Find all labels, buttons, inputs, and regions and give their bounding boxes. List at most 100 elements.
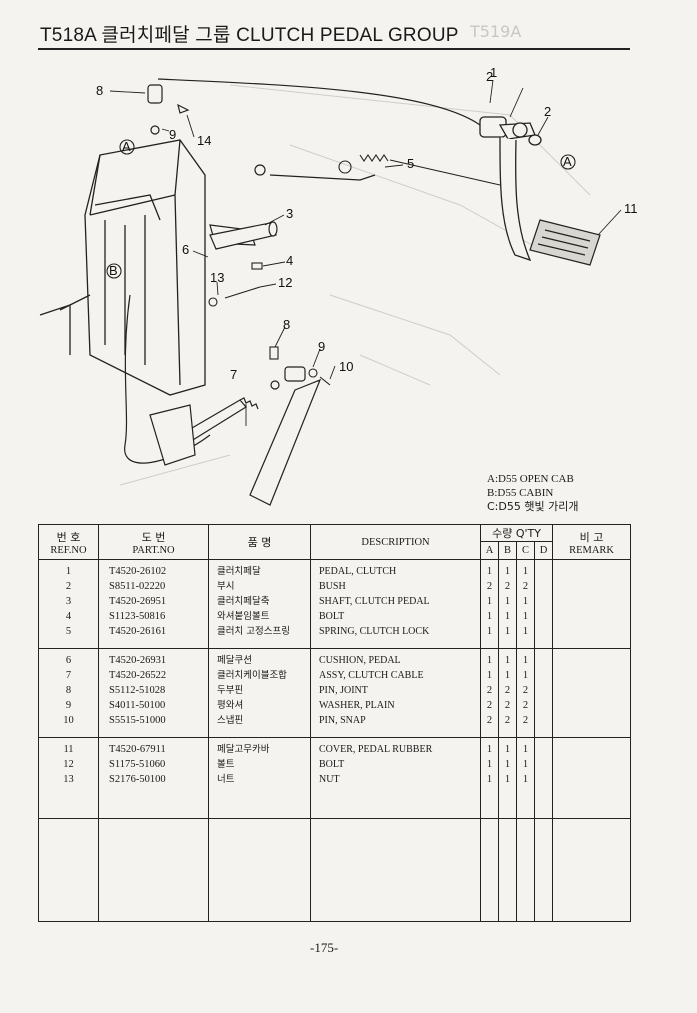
cell-d — [535, 772, 552, 787]
column-a — [480, 817, 499, 923]
cell-a: 1 — [486, 743, 493, 755]
cell-d — [535, 564, 552, 579]
cell-c: 1 — [522, 596, 529, 607]
cell-b: 1 — [504, 596, 511, 607]
callout-2a: 2 — [486, 69, 493, 84]
callout-9a: 9 — [169, 127, 176, 142]
cell-a: 1 — [486, 773, 493, 785]
cell-c: 1 — [522, 669, 529, 681]
callout-9b: 9 — [318, 339, 325, 354]
cell-name: 페달쿠션 — [217, 654, 252, 666]
cell-desc: SHAFT, CLUTCH PEDAL — [319, 596, 430, 607]
cell-a: 2 — [486, 699, 493, 711]
callout-13: 13 — [210, 270, 224, 285]
callout-11: 11 — [624, 201, 638, 216]
cell-c: 1 — [522, 611, 529, 622]
cell-name: 클러치페달축 — [217, 596, 270, 607]
cell-part: S4011-50100 — [109, 699, 166, 711]
cell-name: 와셔붙임볼트 — [217, 611, 270, 622]
column-remark — [552, 736, 632, 819]
header-part-ko: 도 번 — [141, 530, 166, 544]
cell-desc: CUSHION, PEDAL — [319, 654, 401, 666]
cell-desc: ASSY, CLUTCH CABLE — [319, 669, 424, 681]
column-b — [498, 817, 517, 923]
cell-d — [535, 757, 552, 772]
cell-name: 클러치페달 — [217, 566, 261, 577]
clutch-cable-path — [157, 78, 481, 126]
cell-a: 2 — [486, 684, 493, 696]
cell-part: S5112-51028 — [109, 684, 166, 696]
cell-ref: 4 — [65, 611, 72, 622]
cell-d — [535, 594, 552, 609]
cell-d — [535, 698, 552, 713]
cell-b: 2 — [504, 581, 511, 592]
column-d — [533, 817, 554, 923]
cell-b: 1 — [504, 654, 511, 666]
cell-part: T4520-26951 — [109, 596, 167, 607]
column-d — [533, 647, 554, 738]
cell-c: 1 — [522, 773, 529, 785]
cell-part: S1175-51060 — [109, 758, 166, 770]
cell-c: 1 — [522, 566, 529, 577]
column-remark — [552, 559, 632, 649]
cell-name: 두부핀 — [217, 684, 244, 696]
cell-name: 클러치 고정스프링 — [217, 626, 290, 637]
header-qty-b: B — [498, 541, 517, 560]
cell-name: 평와셔 — [217, 699, 244, 711]
title-rule — [38, 48, 630, 50]
cell-a: 2 — [486, 581, 493, 592]
cell-part: S1123-50816 — [109, 611, 166, 622]
column-d — [533, 736, 554, 819]
header-ref-en: REF.NO — [50, 544, 87, 556]
column-ref — [38, 817, 99, 923]
cell-ref: 10 — [63, 714, 74, 726]
cell-desc: WASHER, PLAIN — [319, 699, 395, 711]
cell-d — [535, 579, 552, 594]
cell-desc: PEDAL, CLUTCH — [319, 566, 397, 577]
cell-c: 2 — [522, 699, 529, 711]
cell-a: 1 — [486, 596, 493, 607]
header-remark-en: REMARK — [569, 544, 615, 556]
header-qty: 수량 Q'TY — [479, 524, 554, 542]
callout-8a: 8 — [96, 83, 103, 98]
cell-ref: 1 — [65, 566, 72, 577]
cell-ref: 12 — [63, 758, 74, 770]
upper-linkage — [147, 84, 376, 246]
cell-ref: 5 — [65, 626, 72, 637]
header-qty-a: A — [480, 541, 499, 560]
header-ref-ko: 번 호 — [56, 530, 81, 544]
reference-markers — [106, 139, 576, 279]
clutch-pedal — [479, 116, 542, 262]
cell-ref: 11 — [63, 743, 74, 755]
callout-7: 7 — [230, 367, 237, 382]
column-name — [208, 817, 311, 923]
column-remark — [552, 647, 632, 738]
column-remark — [552, 817, 632, 923]
cell-name: 페달고무카바 — [217, 743, 270, 755]
cell-a: 1 — [486, 654, 493, 666]
cell-part: T4520-26161 — [109, 626, 167, 637]
cell-ref: 6 — [65, 654, 72, 666]
cell-b: 1 — [504, 566, 511, 577]
cell-ref: 7 — [65, 669, 72, 681]
cell-a: 1 — [486, 626, 493, 637]
callout-12: 12 — [278, 275, 292, 290]
cell-ref: 2 — [65, 581, 72, 592]
legend-line-b: B:D55 CABIN — [487, 487, 554, 499]
cell-desc: BOLT — [319, 611, 345, 622]
header-part: 도 번 PART.NO — [98, 524, 209, 560]
cell-a: 1 — [486, 669, 493, 681]
callout-10: 10 — [339, 359, 353, 374]
page-number: -175- — [310, 940, 339, 955]
cell-part: T4520-26931 — [109, 654, 167, 666]
column-d — [533, 559, 554, 649]
cell-ref: 9 — [65, 699, 72, 711]
